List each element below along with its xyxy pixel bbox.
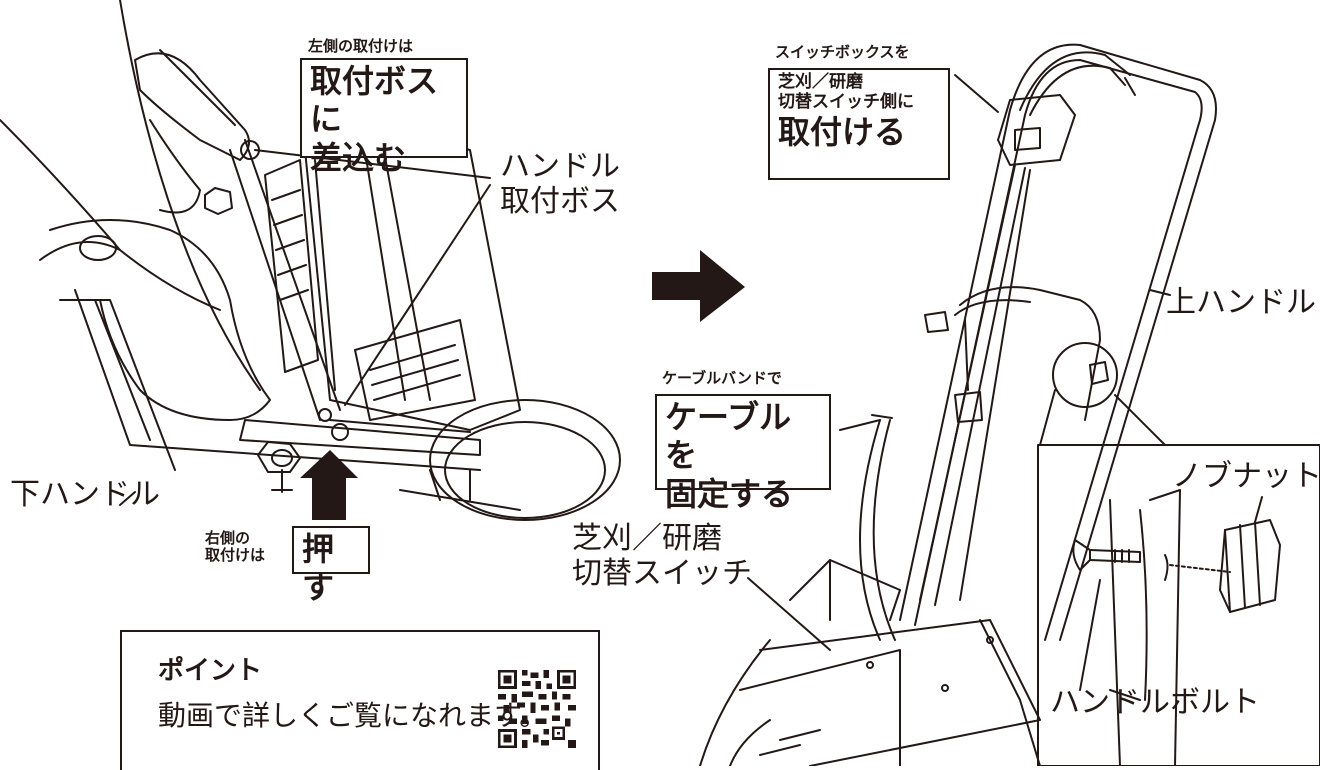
push-arrow-icon xyxy=(300,450,358,520)
point-title: ポイント xyxy=(158,656,263,686)
knob-nut-label: ノブナット xyxy=(1172,459,1320,494)
switch-label-line2: 切替スイッチ xyxy=(572,555,752,591)
switchbox-line1: 芝刈／研磨 xyxy=(778,72,863,92)
right-mower-figure xyxy=(699,43,1320,766)
left-mount-caption: 左側の取付けは xyxy=(308,37,414,55)
switchbox-caption: スイッチボックスを xyxy=(775,43,910,61)
switch-label: 芝刈／研磨 切替スイッチ xyxy=(572,521,752,591)
handle-boss-line1: ハンドル xyxy=(500,149,620,184)
upper-handle-label: 上ハンドル xyxy=(1166,285,1316,320)
insert-boss-callout: 取付ボスに 差込む xyxy=(300,58,468,177)
handle-bolt-label: ハンドルボルト xyxy=(1050,685,1260,720)
qr-code-icon[interactable] xyxy=(498,670,576,748)
right-arrow-icon xyxy=(652,250,745,322)
insert-boss-line2: 差込む xyxy=(310,138,407,177)
right-mount-line1: 右側の xyxy=(205,529,251,547)
handle-boss-line2: 取付ボス xyxy=(500,183,620,219)
point-text: 動画で詳しくご覧になれます。 xyxy=(158,699,548,732)
handle-boss-label: ハンドル 取付ボス xyxy=(500,149,620,219)
cable-fix-callout: ケーブルを 固定する xyxy=(655,394,831,513)
switchbox-callout: 芝刈／研磨 切替スイッチ側に 取付ける xyxy=(768,68,950,180)
right-mount-line2: 取付けは xyxy=(205,546,266,565)
switchbox-line3: 取付ける xyxy=(778,112,907,151)
left-mower-figure xyxy=(0,0,621,521)
switch-label-line1: 芝刈／研磨 xyxy=(572,521,722,556)
push-callout: 押す xyxy=(292,526,370,606)
switchbox-line2: 切替スイッチ側に xyxy=(778,92,914,113)
cable-fix-line1: ケーブルを xyxy=(665,398,792,475)
right-mount-caption: 右側の 取付けは xyxy=(205,529,266,565)
point-box: ポイント 動画で詳しくご覧になれます。 xyxy=(120,630,600,770)
lower-handle-label: 下ハンドル xyxy=(10,477,160,512)
cable-fix-line2: 固定する xyxy=(665,474,794,513)
cable-band-caption: ケーブルバンドで xyxy=(662,369,782,387)
insert-boss-line1: 取付ボスに xyxy=(310,62,439,139)
